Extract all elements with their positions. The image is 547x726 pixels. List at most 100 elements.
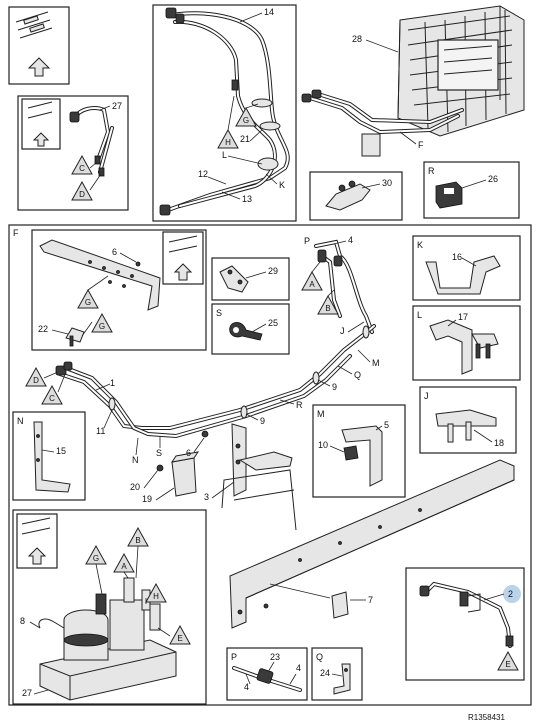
svg-text:4: 4 <box>296 663 301 673</box>
highlight-marker <box>503 585 521 603</box>
view-box-L: L 17 <box>412 305 521 381</box>
svg-text:10: 10 <box>318 440 328 450</box>
marker-G-top: G <box>235 106 257 127</box>
section-F-label: F <box>13 228 19 238</box>
view-box-M: M 5 10 <box>312 404 406 498</box>
svg-text:12: 12 <box>198 169 208 179</box>
cab-frame-28: 28 F <box>301 5 525 157</box>
svg-text:H: H <box>225 138 231 147</box>
svg-text:P: P <box>231 652 237 662</box>
svg-text:E: E <box>505 660 510 669</box>
svg-text:S: S <box>156 448 162 458</box>
svg-text:Q: Q <box>316 652 323 662</box>
svg-text:P: P <box>304 236 310 246</box>
view-box-30: 30 <box>309 171 403 221</box>
marker-B-P: B <box>317 294 339 315</box>
svg-text:E: E <box>177 634 182 643</box>
marker-H-pump: H <box>145 582 167 603</box>
svg-text:D: D <box>79 190 85 199</box>
view-box-2: 2 E <box>405 567 525 681</box>
svg-text:8: 8 <box>20 616 25 626</box>
svg-text:6: 6 <box>112 247 117 257</box>
svg-text:9: 9 <box>332 382 337 392</box>
orientation-glyph-icon <box>15 11 53 39</box>
view-box-N: N 15 <box>12 411 86 501</box>
svg-text:G: G <box>85 298 91 307</box>
view-box-29: 29 <box>211 257 290 301</box>
marker-G-bracket-2: G <box>91 312 113 333</box>
view-box-K: K 16 <box>412 235 521 301</box>
main-hose-assembly: 1 11 9 9 R Q M S N D C <box>25 324 380 465</box>
svg-text:9: 9 <box>260 416 265 426</box>
view-box-P: P 23 4 4 <box>226 647 308 701</box>
svg-text:N: N <box>132 455 139 465</box>
svg-text:22: 22 <box>38 324 48 334</box>
svg-text:18: 18 <box>494 438 504 448</box>
svg-text:27: 27 <box>112 101 122 111</box>
up-arrow-icon-small <box>32 132 50 147</box>
view-box-S: S 25 <box>211 303 290 355</box>
svg-text:4: 4 <box>348 235 353 245</box>
svg-text:15: 15 <box>56 446 66 456</box>
svg-text:4: 4 <box>244 682 249 692</box>
svg-text:3: 3 <box>204 492 209 502</box>
svg-text:20: 20 <box>130 482 140 492</box>
svg-text:A: A <box>309 280 315 289</box>
svg-text:27: 27 <box>22 688 32 698</box>
frame-rail: 7 <box>229 459 515 629</box>
svg-text:1: 1 <box>110 378 115 388</box>
view-box-R: R 26 <box>423 161 520 219</box>
svg-text:28: 28 <box>352 34 362 44</box>
svg-text:H: H <box>153 592 159 601</box>
view-box-Q: Q 24 <box>311 647 363 701</box>
mounting-parts-3-6-19-20: 6 20 19 3 <box>130 423 297 531</box>
svg-text:B: B <box>135 536 140 545</box>
svg-text:G: G <box>243 116 249 125</box>
svg-text:D: D <box>33 376 39 385</box>
svg-text:S: S <box>216 308 222 318</box>
svg-text:23: 23 <box>270 652 280 662</box>
view-box-top-left <box>8 6 70 85</box>
svg-text:L: L <box>222 150 227 160</box>
marker-G-bracket-1: G <box>77 288 99 309</box>
svg-text:29: 29 <box>268 266 278 276</box>
svg-text:C: C <box>49 394 55 403</box>
marker-D-main: D <box>25 366 47 387</box>
svg-text:19: 19 <box>142 494 152 504</box>
svg-text:B: B <box>325 304 330 313</box>
marker-E-pump: E <box>169 624 191 645</box>
svg-text:F: F <box>418 140 424 150</box>
svg-text:2: 2 <box>508 589 513 599</box>
svg-text:R: R <box>296 400 303 410</box>
svg-text:K: K <box>279 180 285 190</box>
marker-H-top: H <box>217 128 239 149</box>
svg-text:13: 13 <box>242 194 252 204</box>
reference-code: R1358431 <box>468 713 505 722</box>
up-arrow-icon-bracket <box>173 263 193 281</box>
svg-text:L: L <box>417 310 422 320</box>
svg-text:24: 24 <box>320 668 330 678</box>
svg-text:J: J <box>340 326 345 336</box>
hose-P-group: P 4 A B J <box>301 235 374 336</box>
svg-text:K: K <box>417 240 423 250</box>
svg-text:G: G <box>99 322 105 331</box>
marker-E-2: E <box>497 650 519 671</box>
svg-text:C: C <box>79 164 85 173</box>
up-arrow-icon <box>27 57 51 77</box>
view-box-pump: 8 27 G A B H E <box>12 509 207 705</box>
svg-text:21: 21 <box>240 134 250 144</box>
svg-text:30: 30 <box>382 178 392 188</box>
view-box-bracket-6: 6 22 G G <box>31 229 207 351</box>
svg-text:N: N <box>17 416 24 426</box>
marker-D-upper: D <box>71 180 93 201</box>
up-arrow-icon-pump <box>27 547 47 565</box>
svg-text:G: G <box>93 554 99 563</box>
svg-text:14: 14 <box>264 7 274 17</box>
svg-text:11: 11 <box>96 426 105 436</box>
svg-text:M: M <box>317 409 325 419</box>
svg-text:17: 17 <box>458 312 468 322</box>
marker-C-upper: C <box>71 154 93 175</box>
svg-text:6: 6 <box>186 448 191 458</box>
svg-text:25: 25 <box>268 318 278 328</box>
